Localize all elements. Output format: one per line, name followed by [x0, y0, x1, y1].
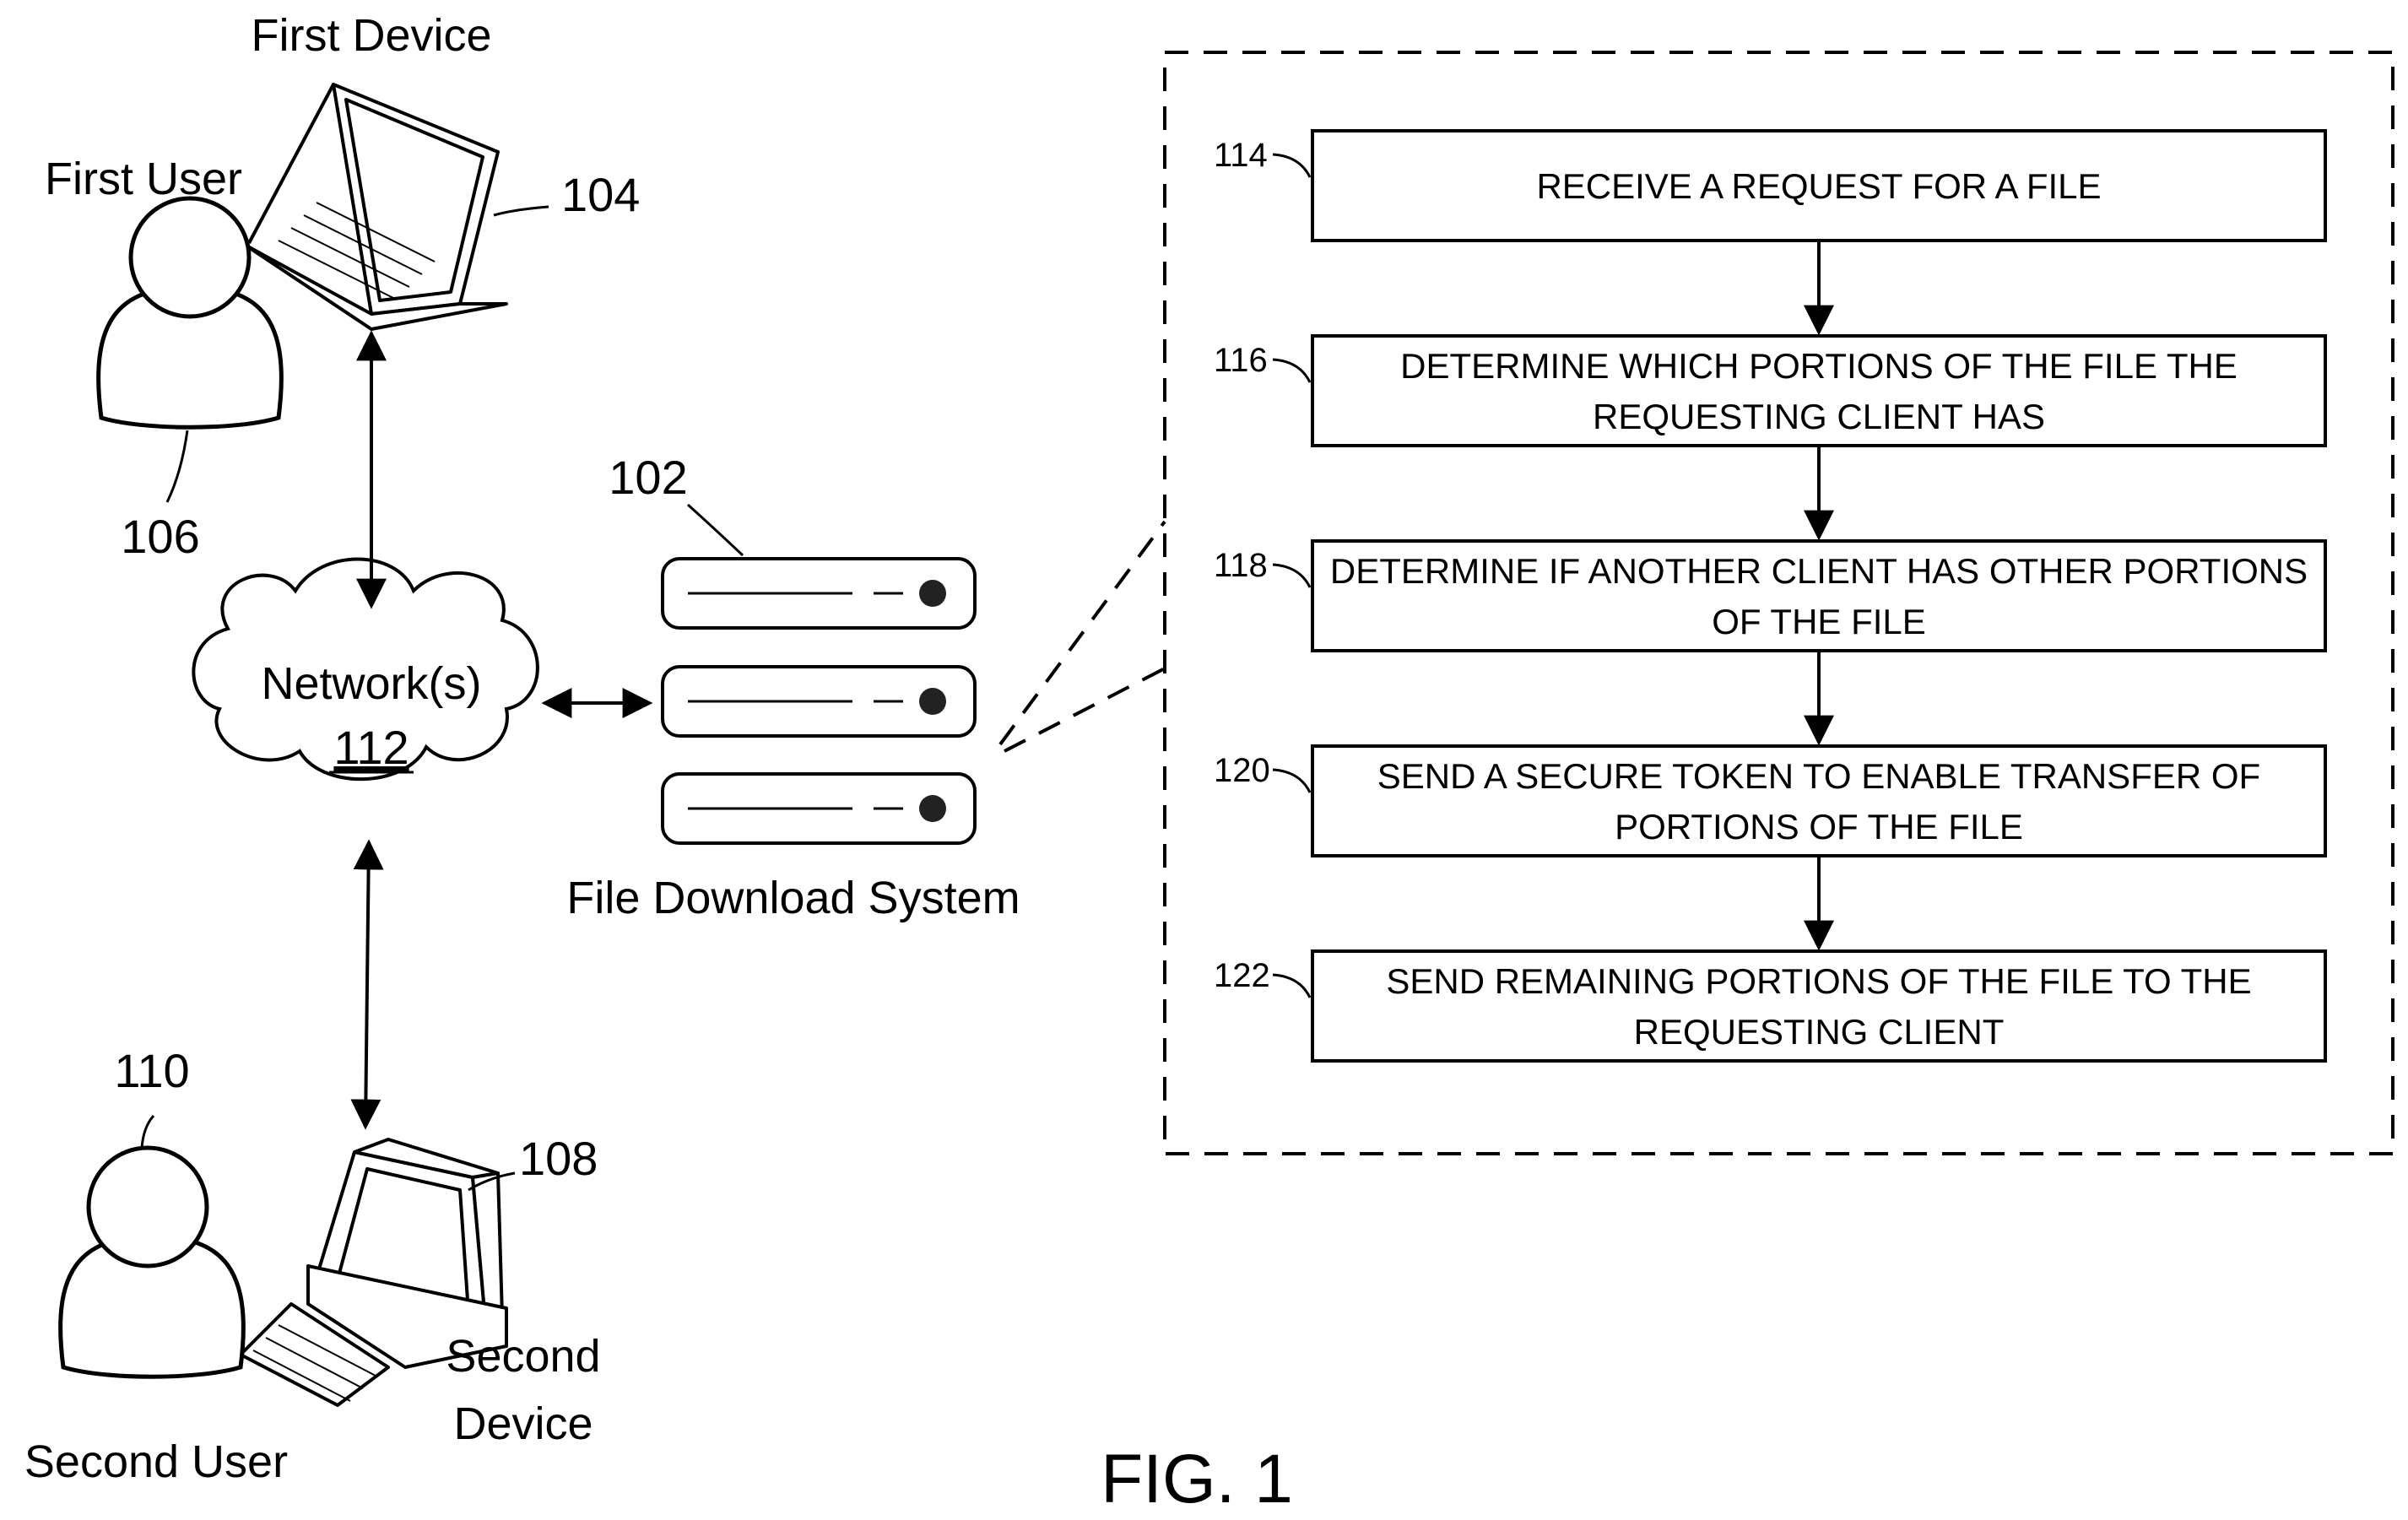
server-stack-icon	[663, 559, 975, 843]
second-user-ref: 110	[114, 1044, 189, 1097]
file-download-system-ref: 102	[609, 451, 687, 504]
step-ref-leader	[1273, 975, 1310, 998]
second-device-ref: 108	[519, 1132, 598, 1185]
step-text: REQUESTING CLIENT	[1634, 1012, 2005, 1052]
zoom-line-lower	[1004, 668, 1165, 751]
flowchart: RECEIVE A REQUEST FOR A FILE 114DETERMINE…	[1214, 131, 2325, 1061]
step-text: PORTIONS OF THE FILE	[1615, 807, 2023, 847]
step-text: RECEIVE A REQUEST FOR A FILE	[1536, 166, 2101, 206]
user-icon	[61, 1148, 244, 1377]
file-download-system-leader	[688, 505, 743, 555]
step-ref: 122	[1214, 957, 1270, 994]
server-unit	[663, 774, 975, 843]
figure-label: FIG. 1	[1101, 1441, 1293, 1517]
second-device-label-line2: Device	[453, 1398, 593, 1449]
step-text: OF THE FILE	[1712, 602, 1926, 641]
step-ref-leader	[1273, 360, 1310, 382]
step-ref-leader	[1273, 770, 1310, 792]
first-device-label: First Device	[251, 10, 491, 61]
step-text: SEND REMAINING PORTIONS OF THE FILE TO T…	[1386, 961, 2251, 1001]
step-text: REQUESTING CLIENT HAS	[1593, 397, 2045, 436]
step-text: DETERMINE IF ANOTHER CLIENT HAS OTHER PO…	[1330, 551, 2308, 591]
file-download-system-label: File Download System	[566, 873, 1020, 923]
second-user-label: Second User	[24, 1436, 288, 1487]
step-ref: 118	[1214, 547, 1268, 584]
first-device-ref: 104	[561, 168, 640, 221]
second-device-label-line1: Second	[446, 1331, 600, 1382]
laptop-icon	[245, 84, 506, 329]
step-text: DETERMINE WHICH PORTIONS OF THE FILE THE	[1400, 346, 2238, 386]
network-label: Network(s)	[261, 658, 481, 709]
first-user-ref: 106	[121, 510, 199, 563]
first-user-label: First User	[45, 154, 242, 204]
step-ref-leader	[1273, 154, 1310, 177]
server-unit	[663, 559, 975, 628]
step-ref: 120	[1214, 752, 1270, 789]
step-ref: 114	[1214, 137, 1268, 174]
network-desktop-connector	[365, 842, 369, 1127]
step-text: SEND A SECURE TOKEN TO ENABLE TRANSFER O…	[1377, 756, 2260, 796]
network-ref: 112	[333, 721, 409, 774]
first-user-leader	[167, 430, 187, 502]
second-user-leader	[142, 1116, 154, 1148]
first-device-leader	[494, 207, 549, 215]
step-ref-leader	[1273, 565, 1310, 587]
step-ref: 116	[1214, 342, 1268, 379]
server-unit	[663, 667, 975, 736]
